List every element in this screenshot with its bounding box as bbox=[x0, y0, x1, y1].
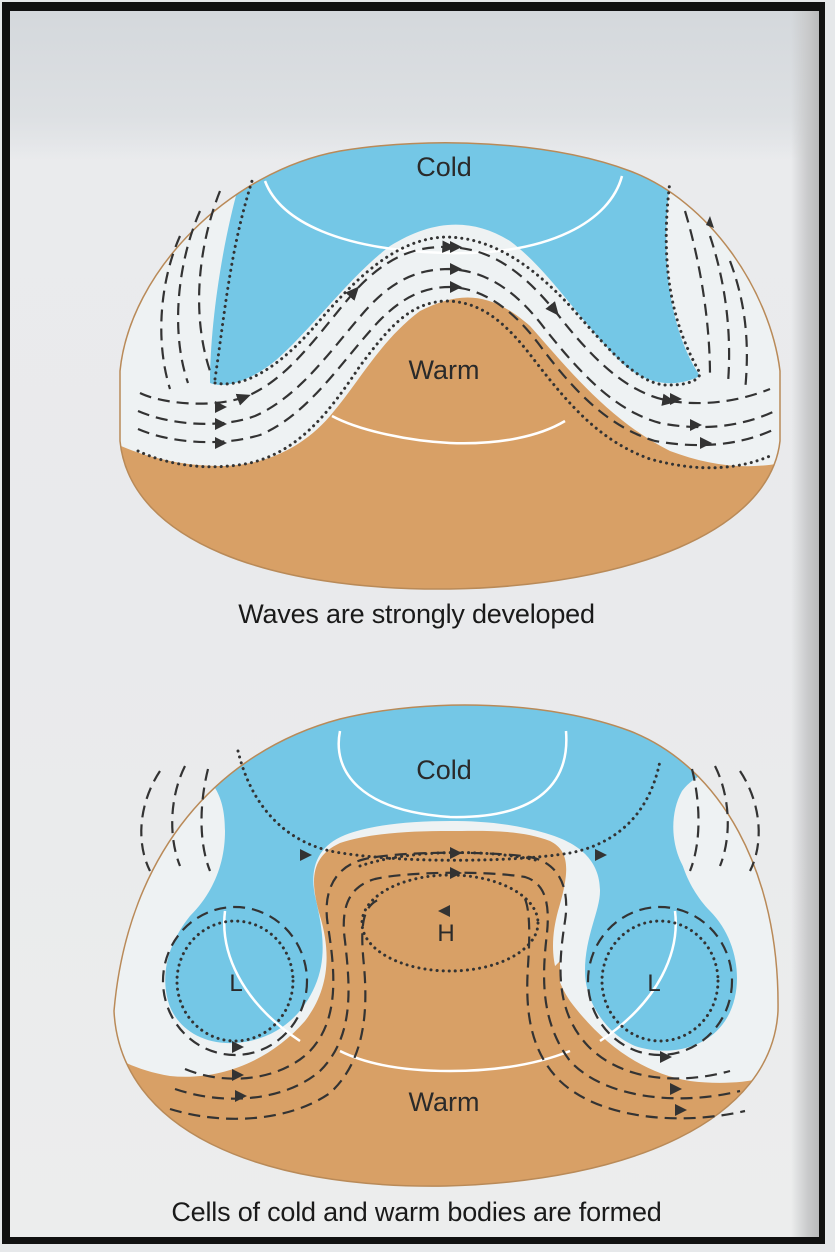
label-low-left: L bbox=[229, 970, 242, 997]
caption-cells: Cells of cold and warm bodies are formed bbox=[10, 1197, 821, 1228]
caption-waves: Waves are strongly developed bbox=[10, 599, 821, 630]
figure-frame: Cold Warm bbox=[8, 9, 821, 1239]
label-warm-bottom: Warm bbox=[409, 1087, 480, 1117]
label-low-right: L bbox=[647, 970, 660, 997]
label-high: H bbox=[437, 920, 454, 947]
panel-waves: Cold Warm bbox=[110, 131, 790, 601]
label-cold-top: Cold bbox=[416, 152, 472, 182]
label-warm-top: Warm bbox=[409, 355, 480, 385]
panel-cells: Cold H L L Warm bbox=[105, 691, 795, 1201]
label-cold-bottom: Cold bbox=[416, 755, 472, 785]
